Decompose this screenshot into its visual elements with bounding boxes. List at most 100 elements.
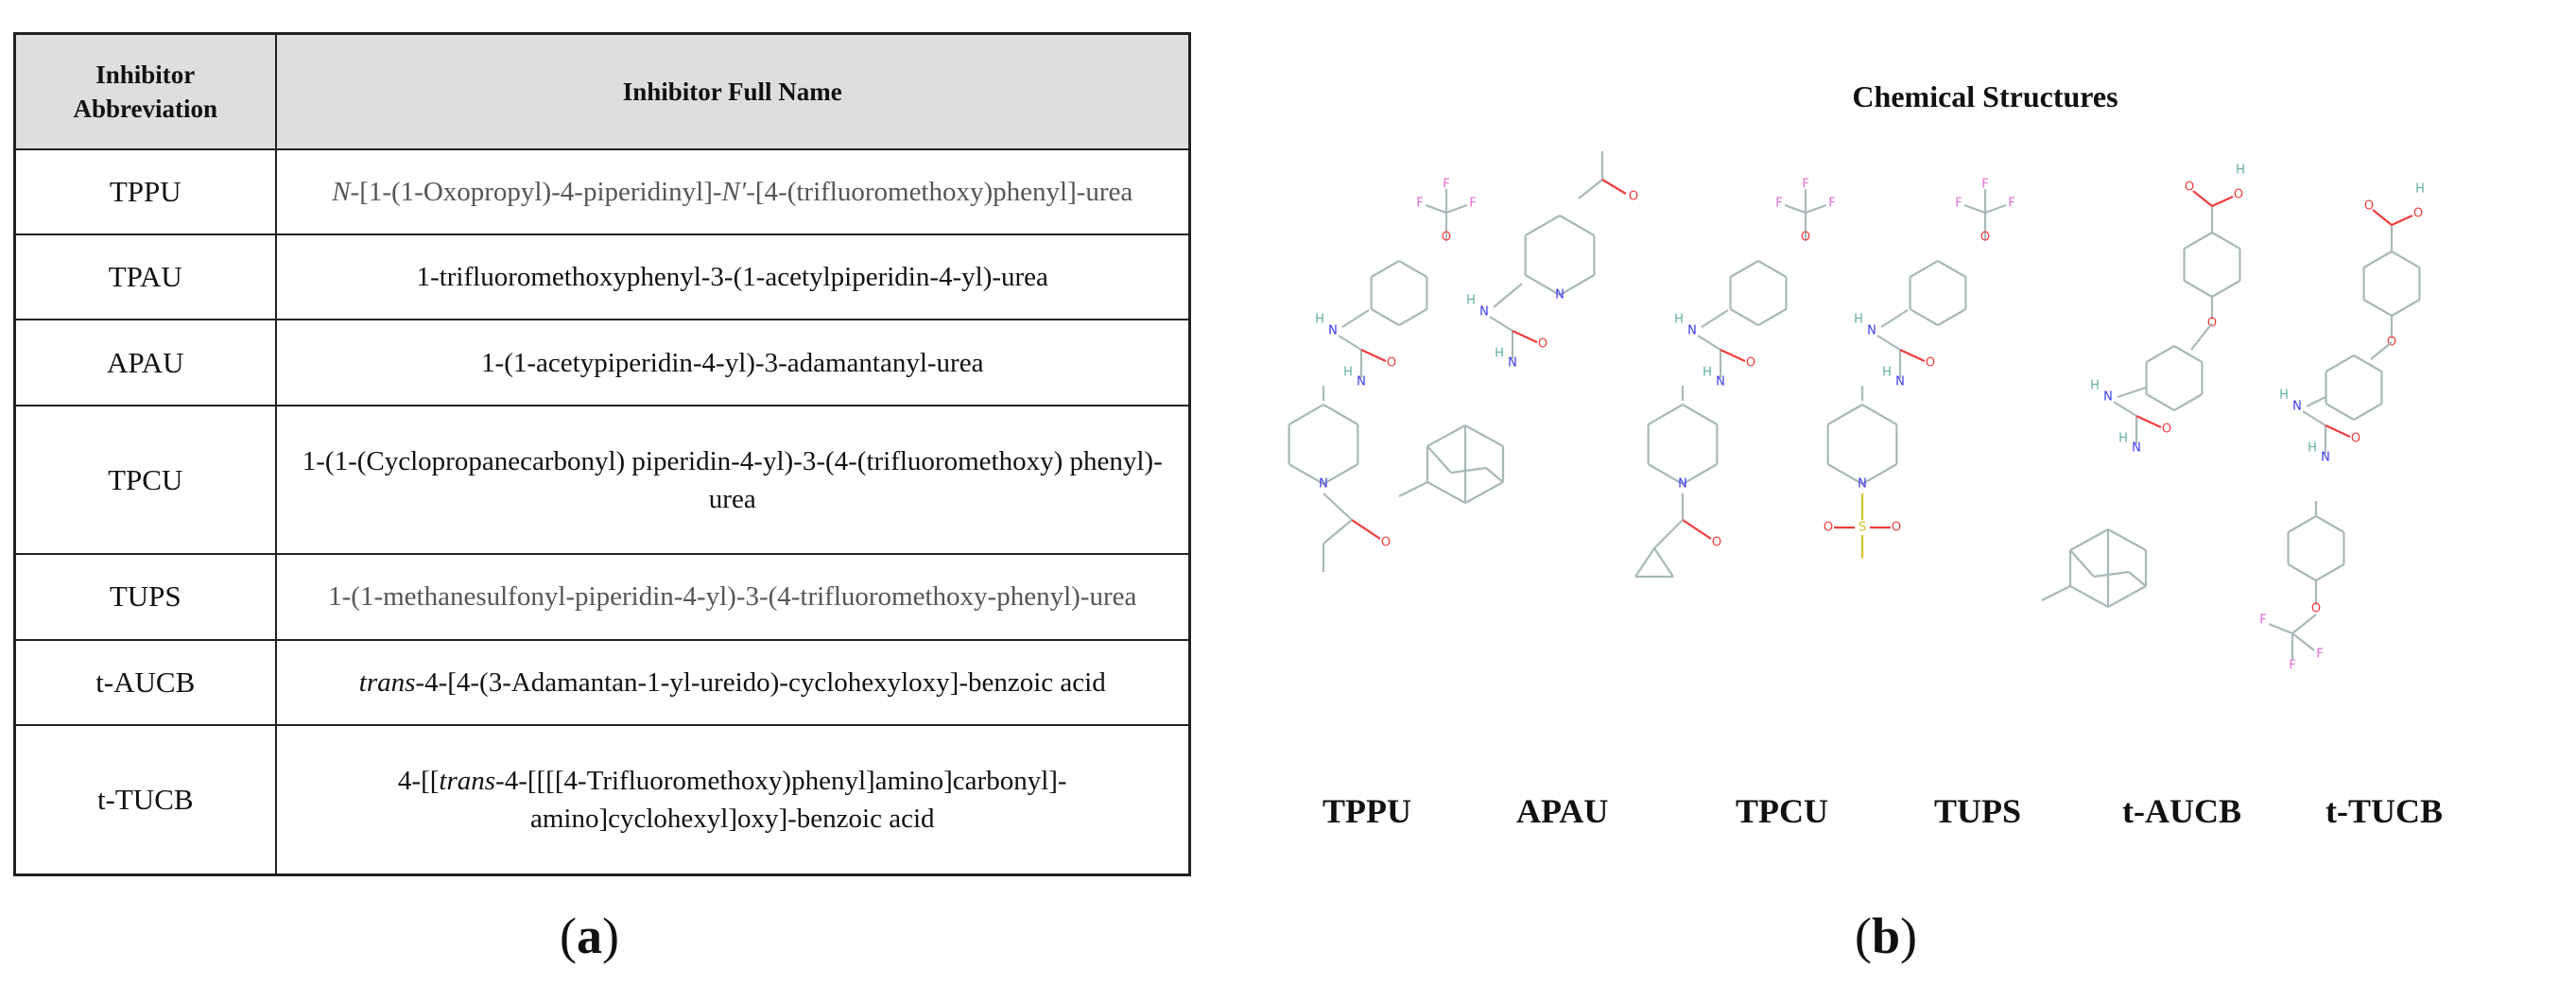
atom-f: F	[2289, 659, 2295, 673]
bond	[2190, 322, 2213, 351]
atom-n: N	[1328, 324, 1338, 338]
cell-full-name: 1-(1-methanesulfonyl-piperidin-4-yl)-3-(…	[274, 553, 1191, 641]
bond	[2211, 232, 2240, 250]
bond	[1861, 404, 1897, 425]
bond	[1653, 547, 1674, 578]
bond	[2268, 622, 2293, 635]
bond	[1351, 519, 1381, 540]
atom-o: O	[1381, 536, 1391, 550]
atom-h: H	[2415, 182, 2425, 197]
bond	[1489, 316, 1513, 332]
bond	[1525, 215, 1561, 236]
atom-f: F	[1955, 197, 1962, 211]
bond	[1525, 274, 1561, 296]
header-abbreviation: Inhibitor Abbreviation	[13, 32, 277, 150]
bond	[2325, 355, 2355, 372]
name-segment: -4-[4-(3-Adamantan-1-yl-ureido)-cyclohex…	[415, 666, 1106, 698]
header-full-name: Inhibitor Full Name	[274, 32, 1191, 150]
label-t-tucb: t-TUCB	[2325, 792, 2443, 830]
atom-o: O	[1892, 521, 1901, 535]
inhibitor-table-panel: Inhibitor Abbreviation Inhibitor Full Na…	[13, 32, 1191, 876]
bond	[1653, 519, 1684, 549]
bond	[2353, 403, 2382, 421]
cell-abbreviation: TUPS	[13, 553, 277, 641]
bond	[1880, 309, 1909, 328]
bond	[1288, 404, 1324, 425]
bond	[1323, 404, 1358, 425]
bond	[2306, 396, 2326, 407]
atom-f: F	[1775, 197, 1782, 211]
atom-h: H	[1495, 347, 1504, 361]
bond	[2211, 195, 2234, 208]
cell-abbreviation: TPPU	[13, 147, 277, 235]
caption-a: (a)	[560, 908, 619, 964]
table-header-row: Inhibitor Abbreviation Inhibitor Full Na…	[13, 32, 1191, 150]
bond	[1757, 260, 1787, 278]
bond	[1360, 349, 1387, 362]
bond	[1682, 463, 1718, 485]
bond	[2184, 232, 2213, 250]
name-segment: 1-(1-(Cyclopropanecarbonyl) piperidin-4-…	[302, 445, 1163, 514]
bond	[1730, 308, 1759, 326]
name-segment: 1-(1-acetypiperidin-4-yl)-3-adamantanyl-…	[481, 347, 984, 378]
bond	[1827, 404, 1863, 425]
atom-n: N	[1687, 324, 1697, 338]
atom-o: O	[1980, 231, 1990, 245]
bond	[1450, 466, 1487, 475]
name-segment: N′	[721, 176, 747, 207]
atom-o: O	[1538, 337, 1547, 352]
bond	[1910, 308, 1939, 326]
name-segment: trans	[358, 666, 416, 698]
bond	[2041, 585, 2071, 601]
bond	[1784, 203, 1807, 215]
bond	[2288, 563, 2317, 581]
atom-o: O	[2364, 199, 2374, 214]
bond	[1648, 404, 1684, 425]
bond	[1648, 463, 1684, 485]
atom-o: O	[1824, 521, 1833, 535]
bond	[1720, 349, 1746, 362]
bond	[1805, 203, 1827, 215]
bond	[1398, 308, 1427, 326]
bond	[1578, 179, 1603, 199]
bond	[1398, 481, 1428, 497]
cell-abbreviation: TPAU	[13, 233, 277, 321]
atom-o: O	[1442, 231, 1451, 245]
bond	[1827, 463, 1863, 485]
atom-f: F	[1802, 178, 1808, 192]
bond	[1288, 463, 1324, 485]
bond	[2107, 585, 2147, 608]
atom-s: S	[1859, 521, 1866, 535]
bond	[2173, 345, 2203, 363]
atom-n: N	[1555, 288, 1565, 303]
atom-n: N	[1867, 324, 1876, 338]
bond	[1984, 203, 2007, 215]
atom-h: H	[1674, 313, 1684, 327]
bond	[2315, 563, 2344, 581]
bond	[1697, 335, 1721, 351]
name-segment: 1-(1-methanesulfonyl-piperidin-4-yl)-3-(…	[328, 581, 1137, 613]
bond	[2184, 280, 2213, 298]
atom-h: H	[2090, 379, 2100, 393]
bond	[2113, 401, 2137, 417]
label-tpcu: TPCU	[1736, 792, 1828, 830]
bond	[1426, 481, 1466, 504]
name-segment: 4-[[	[397, 766, 440, 797]
bond	[1701, 309, 1729, 328]
bond	[2325, 424, 2351, 438]
bond	[2363, 299, 2393, 317]
bond	[1963, 203, 1986, 215]
atom-n: N	[1678, 477, 1687, 492]
cell-full-name: trans-4-[4-(3-Adamantan-1-yl-ureido)-cyc…	[274, 638, 1191, 727]
bond	[2391, 299, 2420, 317]
bond	[1398, 260, 1427, 278]
inhibitor-table: Inhibitor Abbreviation Inhibitor Full Na…	[13, 32, 1191, 876]
label-tups: TUPS	[1934, 792, 2022, 830]
atom-h: H	[1882, 366, 1892, 380]
atom-f: F	[1443, 178, 1449, 192]
atom-o: O	[2413, 207, 2423, 221]
atom-f: F	[1981, 178, 1988, 192]
atom-o: O	[1926, 356, 1935, 371]
